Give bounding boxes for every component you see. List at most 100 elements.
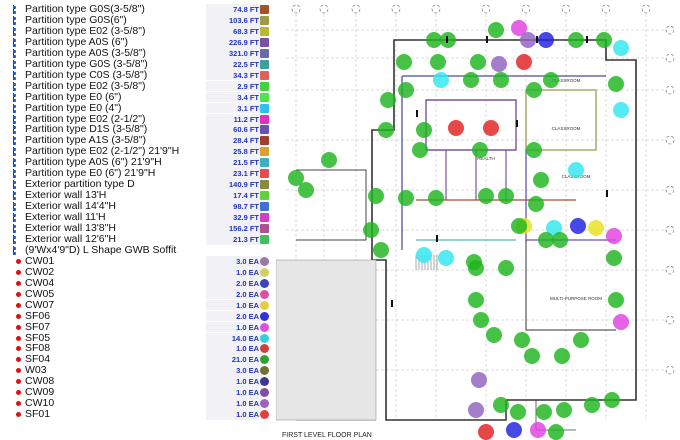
length-color-swatch[interactable] bbox=[260, 136, 269, 146]
markup-list-item[interactable]: (9'Wx4'9"D) L Shape GWB Soffit bbox=[0, 244, 276, 256]
item-quantity: 226.9 FT bbox=[228, 37, 259, 47]
markup-list-item[interactable]: Partition type E02 (2-1/2")11.2 FT bbox=[0, 113, 276, 125]
markup-list-item[interactable]: Partition type E0 (6")3.4 FT bbox=[0, 91, 276, 103]
count-color-swatch[interactable] bbox=[260, 322, 269, 332]
length-color-swatch[interactable] bbox=[260, 147, 269, 157]
count-color-swatch[interactable] bbox=[260, 344, 269, 354]
markup-list-item[interactable]: Partition type G0S(3-5/8")74.8 FT bbox=[0, 3, 276, 15]
length-color-swatch[interactable] bbox=[260, 224, 269, 233]
length-color-swatch[interactable] bbox=[260, 114, 269, 124]
length-color-swatch[interactable] bbox=[260, 92, 269, 102]
grid-bubble bbox=[665, 365, 675, 375]
count-color-swatch[interactable] bbox=[260, 333, 269, 343]
length-color-swatch[interactable] bbox=[260, 180, 269, 190]
length-color-swatch[interactable] bbox=[260, 59, 269, 69]
length-color-swatch[interactable] bbox=[260, 125, 269, 135]
length-color-swatch[interactable] bbox=[260, 213, 269, 223]
markup-list-item[interactable]: Partition type E02 (3-5/8")68.3 FT bbox=[0, 25, 276, 37]
length-color-swatch[interactable] bbox=[260, 37, 269, 47]
length-color-swatch[interactable] bbox=[260, 70, 269, 80]
length-color-swatch[interactable] bbox=[260, 234, 269, 244]
length-color-swatch[interactable] bbox=[260, 169, 269, 179]
floor-plan-canvas[interactable]: CLASSROOMCLASSROOMCLASSROOMHEALTHMULTI-P… bbox=[276, 0, 680, 440]
markup-list-item[interactable]: Partition type G0S (3-5/8")22.5 FT bbox=[0, 58, 276, 70]
connector-icon bbox=[13, 114, 23, 124]
count-color-swatch[interactable] bbox=[260, 289, 269, 299]
item-quantity: 2.9 FT bbox=[237, 81, 259, 91]
count-color-swatch[interactable] bbox=[260, 366, 269, 376]
item-label: Partition type A0S (6") bbox=[25, 35, 128, 48]
length-color-swatch[interactable] bbox=[260, 48, 269, 58]
count-color-swatch[interactable] bbox=[260, 267, 269, 277]
red-marker bbox=[448, 120, 464, 136]
markup-list-item[interactable]: Partition type E0 (4")3.1 FT bbox=[0, 102, 276, 114]
count-color-swatch[interactable] bbox=[260, 311, 269, 321]
markup-list-item[interactable]: Partition type C0S (3-5/8")34.3 FT bbox=[0, 69, 276, 81]
item-label: Exterior wall 13'H bbox=[25, 189, 107, 202]
markup-list-item[interactable]: Partition type E02 (3-5/8") 2.9 FT bbox=[0, 79, 276, 92]
purple-marker bbox=[491, 56, 507, 72]
count-color-swatch[interactable] bbox=[260, 278, 269, 288]
markup-list-item[interactable]: Partition type A0S (6") 226.9 FT bbox=[0, 35, 276, 48]
grid-bubble bbox=[391, 4, 401, 14]
markup-list-item[interactable]: Partition type G0S(6")103.6 FT bbox=[0, 14, 276, 26]
quantity-cell bbox=[206, 14, 262, 26]
item-label: Partition type E02 (3-5/8") bbox=[25, 79, 146, 92]
length-color-swatch[interactable] bbox=[260, 103, 269, 113]
item-quantity: 68.3 FT bbox=[233, 26, 259, 36]
green-marker bbox=[493, 72, 509, 88]
item-quantity: 2.0 EA bbox=[236, 289, 259, 299]
length-color-swatch[interactable] bbox=[260, 158, 269, 168]
length-color-swatch[interactable] bbox=[260, 191, 269, 201]
connector-icon bbox=[13, 224, 23, 233]
length-color-swatch[interactable] bbox=[260, 81, 269, 91]
length-color-swatch[interactable] bbox=[260, 5, 269, 14]
count-color-swatch[interactable] bbox=[260, 399, 269, 409]
markup-list-item[interactable]: Partition type A0S (3-5/8")321.0 FT bbox=[0, 47, 276, 59]
count-color-swatch[interactable] bbox=[260, 377, 269, 387]
markup-list-item[interactable]: Partition type D1S (3-5/8")60.6 FT bbox=[0, 123, 276, 135]
count-color-swatch[interactable] bbox=[260, 410, 269, 420]
green-marker bbox=[488, 22, 504, 38]
markup-list-item[interactable]: Partition type A1S (3-5/8")28.4 FT bbox=[0, 134, 276, 146]
connector-icon bbox=[13, 125, 23, 135]
count-color-swatch[interactable] bbox=[260, 388, 269, 398]
count-color-swatch[interactable] bbox=[260, 256, 269, 266]
connector-icon bbox=[13, 26, 23, 36]
length-color-swatch[interactable] bbox=[260, 202, 269, 212]
item-quantity: 21.0 EA bbox=[231, 355, 259, 365]
yellow-marker bbox=[588, 220, 604, 236]
item-label: SF05 bbox=[25, 331, 51, 344]
count-color-swatch[interactable] bbox=[260, 300, 269, 310]
length-color-swatch[interactable] bbox=[260, 15, 269, 25]
item-quantity: 74.8 FT bbox=[233, 5, 259, 14]
count-color-swatch[interactable] bbox=[260, 355, 269, 365]
length-color-swatch[interactable] bbox=[260, 26, 269, 36]
item-quantity: 3.0 EA bbox=[236, 256, 259, 266]
